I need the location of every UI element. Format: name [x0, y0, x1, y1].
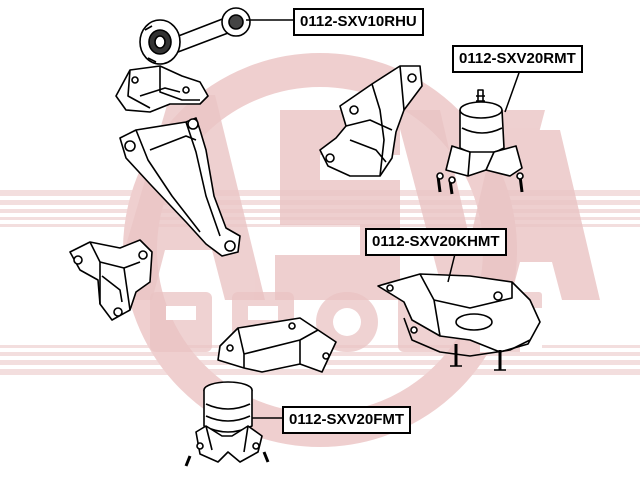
part-number-label-khmt: 0112-SXV20KHMT: [365, 228, 507, 256]
leader-line-khmt: [447, 253, 456, 283]
torque-rod-part: [139, 7, 251, 65]
rear-mount-part: [436, 89, 524, 195]
large-curved-bracket-part: [319, 65, 423, 177]
front-mount-part: [184, 381, 270, 467]
triangular-stay-part: [119, 117, 241, 257]
flat-plate-bracket-part: [217, 317, 337, 373]
part-number-label-rmt: 0112-SXV20RMT: [452, 45, 583, 73]
part-number-label-rhu: 0112-SXV10RHU: [293, 8, 424, 36]
large-mount-part: [377, 273, 541, 371]
leader-lines: [246, 19, 521, 419]
small-bracket-part: [115, 65, 209, 113]
part-number-label-fmt: 0112-SXV20FMT: [282, 406, 412, 434]
leader-line-rmt: [504, 69, 521, 113]
angle-bracket-part: [69, 239, 153, 321]
